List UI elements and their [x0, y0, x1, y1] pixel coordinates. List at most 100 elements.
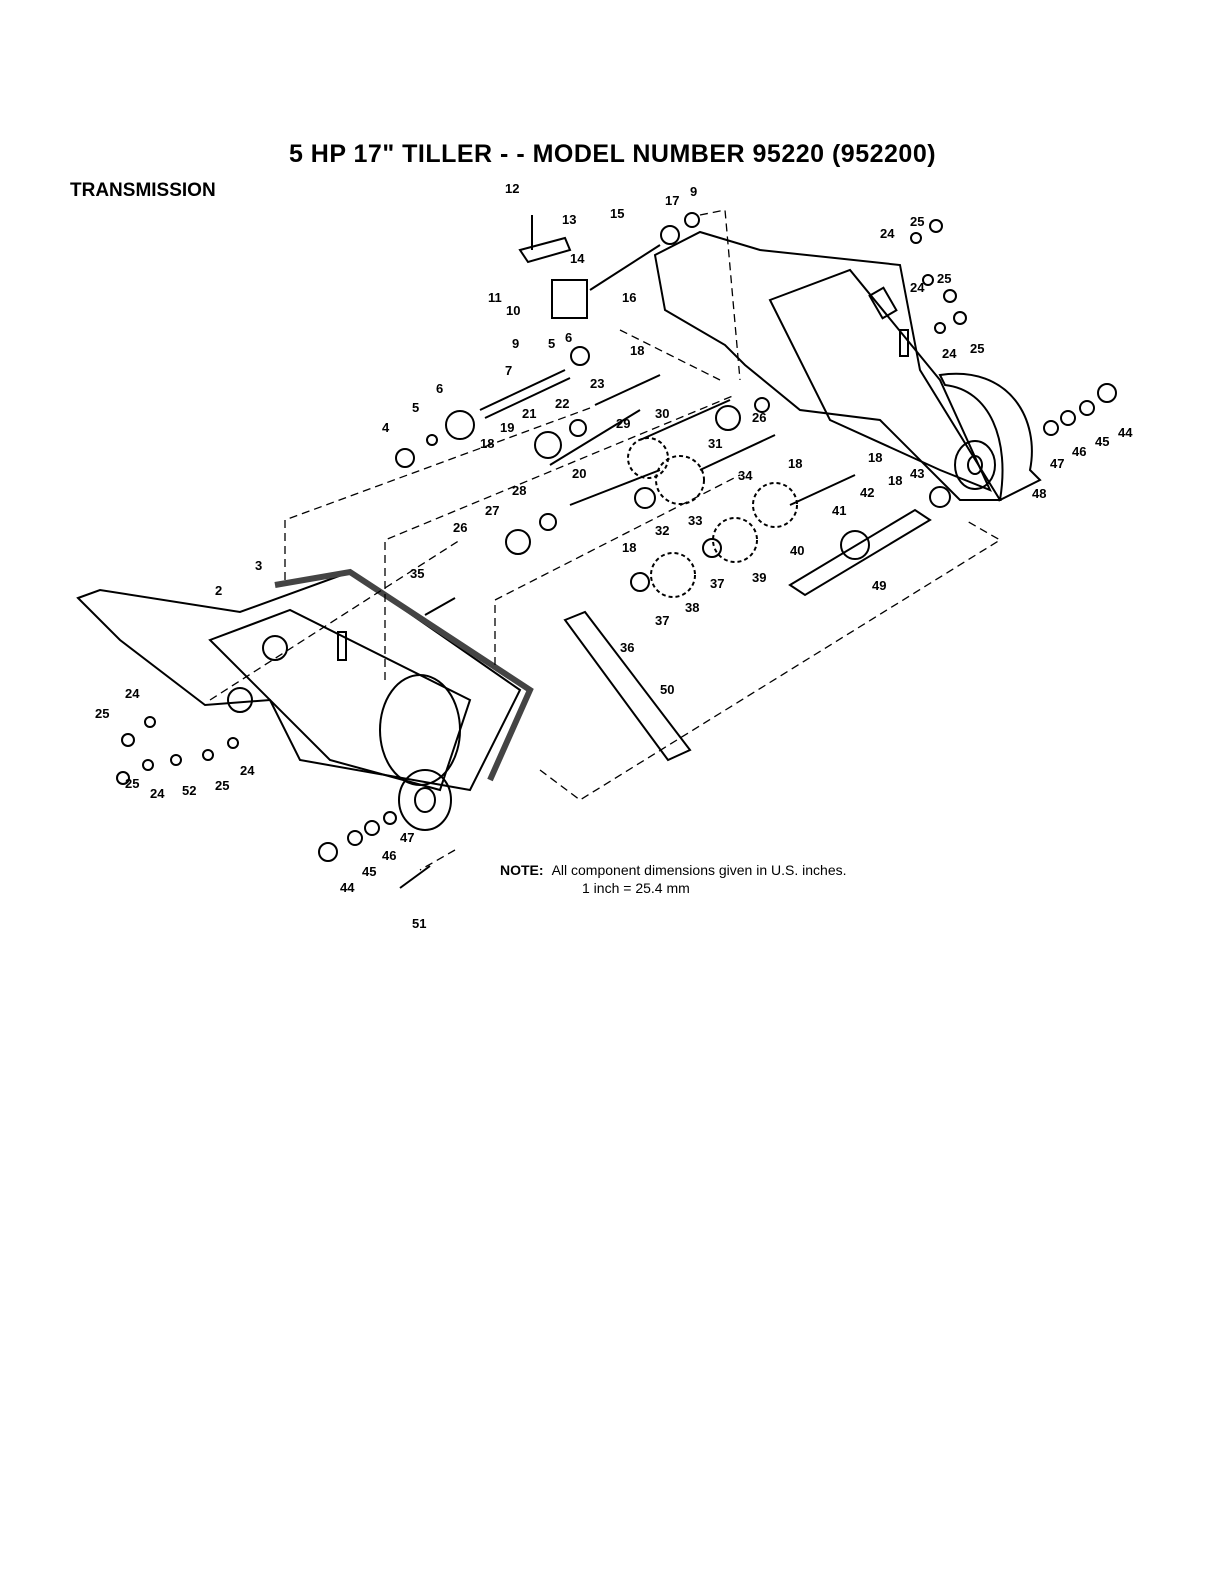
part-label: 18 — [630, 343, 644, 358]
part-label: 34 — [738, 468, 753, 483]
part-label: 24 — [240, 763, 255, 778]
part-label: 4 — [382, 420, 390, 435]
gear-21 — [534, 431, 562, 459]
part-label: 19 — [500, 420, 514, 435]
sprocket-33 — [655, 455, 705, 505]
right-fender — [938, 372, 1042, 502]
part-label: 26 — [752, 410, 766, 425]
part-label: 37 — [655, 613, 669, 628]
part-label: 40 — [790, 543, 804, 558]
part-label: 14 — [570, 251, 585, 266]
part-label: 12 — [505, 181, 519, 196]
page-title: 5 HP 17" TILLER - - MODEL NUMBER 95220 (… — [288, 140, 937, 168]
part-label: 44 — [340, 880, 355, 895]
part-label: 10 — [506, 303, 520, 318]
sprocket-39 — [712, 517, 758, 563]
part-label: 47 — [1050, 456, 1064, 471]
part-label: 25 — [970, 341, 984, 356]
shift-lever-13 — [518, 236, 572, 264]
part-label: 5 — [548, 336, 555, 351]
part-label: 24 — [910, 280, 925, 295]
part-label: 17 — [665, 193, 679, 208]
shaft-20 — [549, 409, 641, 466]
part-label: 28 — [512, 483, 526, 498]
right-pulley — [954, 440, 996, 490]
shaft-23 — [594, 374, 661, 406]
part-label: 31 — [708, 436, 722, 451]
note-line-1: All component dimensions given in U.S. i… — [551, 862, 847, 878]
part-label: 3 — [255, 558, 262, 573]
part-label: 32 — [655, 523, 669, 538]
part-label: 16 — [622, 290, 636, 305]
part-label: 51 — [412, 916, 426, 931]
part-label: 25 — [937, 271, 951, 286]
part-label: 35 — [410, 566, 424, 581]
bolt-51 — [399, 865, 431, 889]
sprocket-29 — [627, 437, 669, 479]
part-label: 5 — [412, 400, 419, 415]
left-drum — [379, 674, 461, 786]
sprocket-40 — [752, 482, 798, 528]
section-heading: TRANSMISSION — [70, 180, 216, 201]
gear-31 — [715, 405, 741, 431]
part-label: 30 — [655, 406, 669, 421]
part-label: 18 — [868, 450, 882, 465]
part-label: 25 — [95, 706, 109, 721]
right-housing — [653, 230, 1002, 501]
shaft-7 — [479, 369, 566, 411]
part-label: 23 — [590, 376, 604, 391]
part-label: 7 — [505, 363, 512, 378]
shaft-34 — [699, 434, 776, 471]
part-label: 39 — [752, 570, 766, 585]
part-label: 24 — [942, 346, 957, 361]
part-label: 20 — [572, 466, 586, 481]
part-label: 41 — [832, 503, 846, 518]
part-label: 52 — [182, 783, 196, 798]
part-label: 29 — [616, 416, 630, 431]
right-housing-inner — [768, 268, 992, 492]
part-label: 49 — [872, 578, 886, 593]
part-label: 46 — [1072, 444, 1086, 459]
note-line-2: 1 inch = 25.4 mm — [582, 880, 690, 896]
part-label: 48 — [1032, 486, 1046, 501]
part-label: 37 — [710, 576, 724, 591]
part-label: 9 — [512, 336, 519, 351]
left-housing-gasket — [274, 568, 534, 782]
transmission-exploded-diagram: 2 3 4 5 5 6 6 7 9 9 10 11 12 13 14 15 16… — [76, 181, 1133, 931]
part-label: 22 — [555, 396, 569, 411]
part-label: 26 — [453, 520, 467, 535]
part-label: 38 — [685, 600, 699, 615]
part-label: 45 — [362, 864, 376, 879]
shaft-30 — [639, 399, 731, 441]
shaft-41 — [789, 474, 856, 506]
part-label: 9 — [690, 184, 697, 199]
part-label: 50 — [660, 682, 674, 697]
shaft-35 — [424, 597, 456, 616]
part-label: 18 — [480, 436, 494, 451]
belt-50 — [563, 610, 692, 762]
gear-6 — [445, 410, 475, 440]
part-label: 36 — [620, 640, 634, 655]
part-label: 18 — [788, 456, 802, 471]
part-label: 47 — [400, 830, 414, 845]
part-label: 25 — [215, 778, 229, 793]
shift-block-14 — [551, 279, 588, 319]
part-label: 15 — [610, 206, 624, 221]
part-label: 44 — [1118, 425, 1133, 440]
left-pulley — [398, 769, 452, 831]
part-label: 46 — [382, 848, 396, 863]
part-label: 21 — [522, 406, 536, 421]
part-label: 43 — [910, 466, 924, 481]
part-label: 11 — [488, 290, 502, 305]
part-label: 45 — [1095, 434, 1109, 449]
part-label: 18 — [622, 540, 636, 555]
part-label: 18 — [888, 473, 902, 488]
part-label: 42 — [860, 485, 874, 500]
hub-49 — [840, 530, 870, 560]
part-label: 6 — [565, 330, 572, 345]
part-label: 24 — [125, 686, 140, 701]
part-label: 25 — [910, 214, 924, 229]
left-housing-inner — [208, 608, 472, 792]
part-label: 6 — [436, 381, 443, 396]
part-label: 25 — [125, 776, 139, 791]
